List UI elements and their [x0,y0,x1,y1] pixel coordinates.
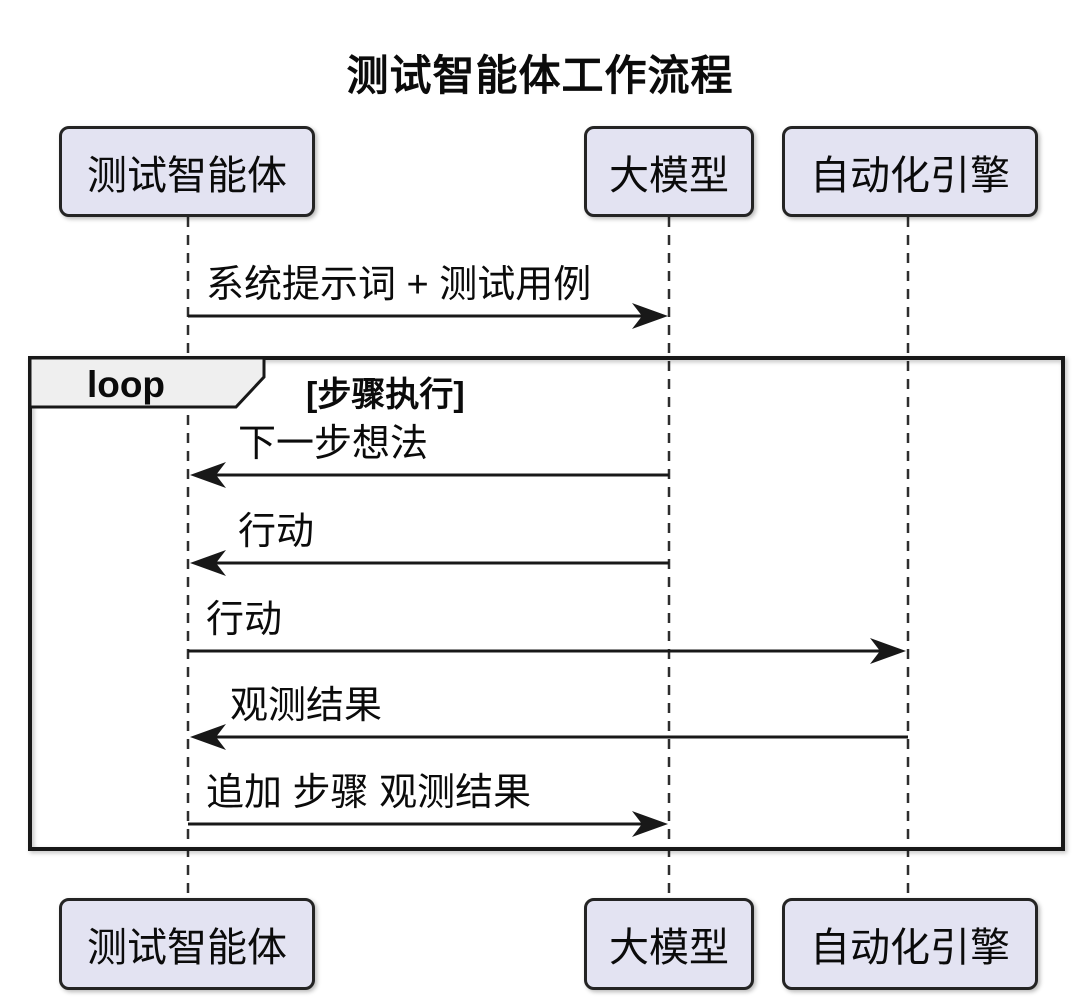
message-label-next-step-idea: 下一步想法 [238,423,429,465]
arrow-append-observation [188,811,668,837]
arrow-observation [190,724,908,750]
arrow-action-to-engine [188,638,906,664]
arrow-next-step-idea [190,462,669,488]
participant-label: 测试智能体 [87,926,287,970]
message-label-append-observation: 追加 步骤 观测结果 [206,772,532,814]
message-label-observation: 观测结果 [230,685,383,727]
participant-label: 自动化引擎 [810,153,1010,198]
message-label-system-prompt: 系统提示词 + 测试用例 [206,264,592,306]
participant-label: 测试智能体 [87,153,287,198]
participant-llm-top: 大模型 [584,126,754,217]
participant-label: 大模型 [609,153,729,198]
loop-keyword: loop [86,364,166,405]
participant-test-agent-top: 测试智能体 [59,126,315,217]
arrow-system-prompt [188,303,668,329]
arrow-action-to-agent [190,550,669,576]
message-label-action-to-engine: 行动 [206,599,283,641]
participant-label: 自动化引擎 [810,926,1010,970]
participant-test-agent-bottom: 测试智能体 [59,898,315,990]
diagram-title: 测试智能体工作流程 [346,52,734,99]
participant-label: 大模型 [609,926,729,970]
participant-automation-engine-bottom: 自动化引擎 [782,898,1038,990]
participant-automation-engine-top: 自动化引擎 [782,126,1038,217]
loop-condition: [步骤执行] [306,376,465,414]
loop-frame [28,356,1065,851]
loop-tab [28,356,266,409]
message-label-action-to-agent: 行动 [238,511,315,553]
participant-llm-bottom: 大模型 [584,898,754,990]
